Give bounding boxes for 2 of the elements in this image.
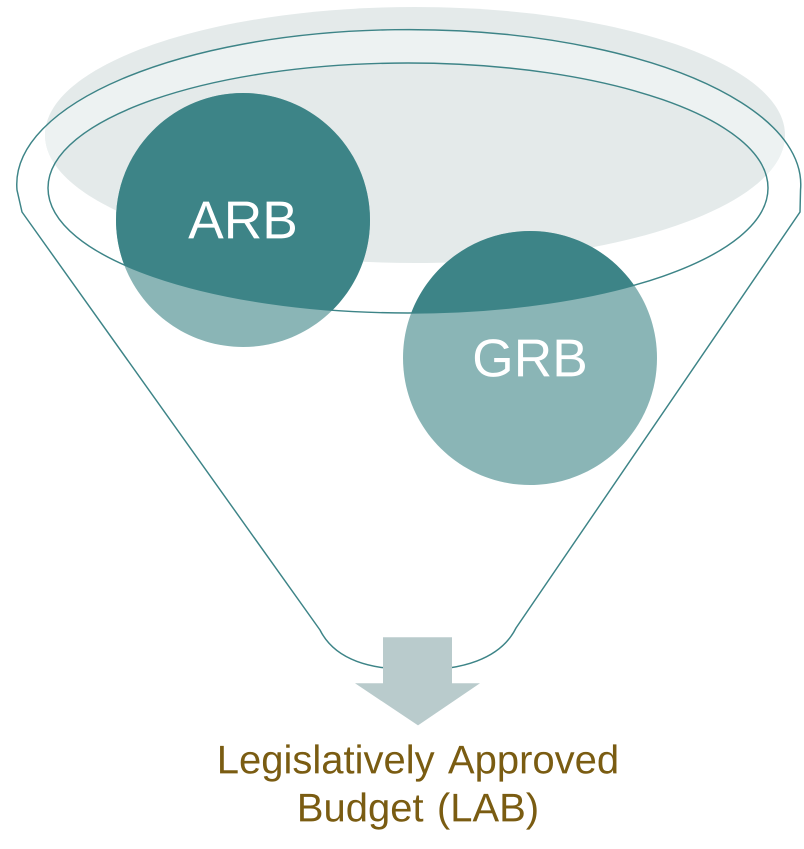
result-label: Legislatively Approved Budget (LAB) [220,744,617,830]
arrow [355,637,480,726]
